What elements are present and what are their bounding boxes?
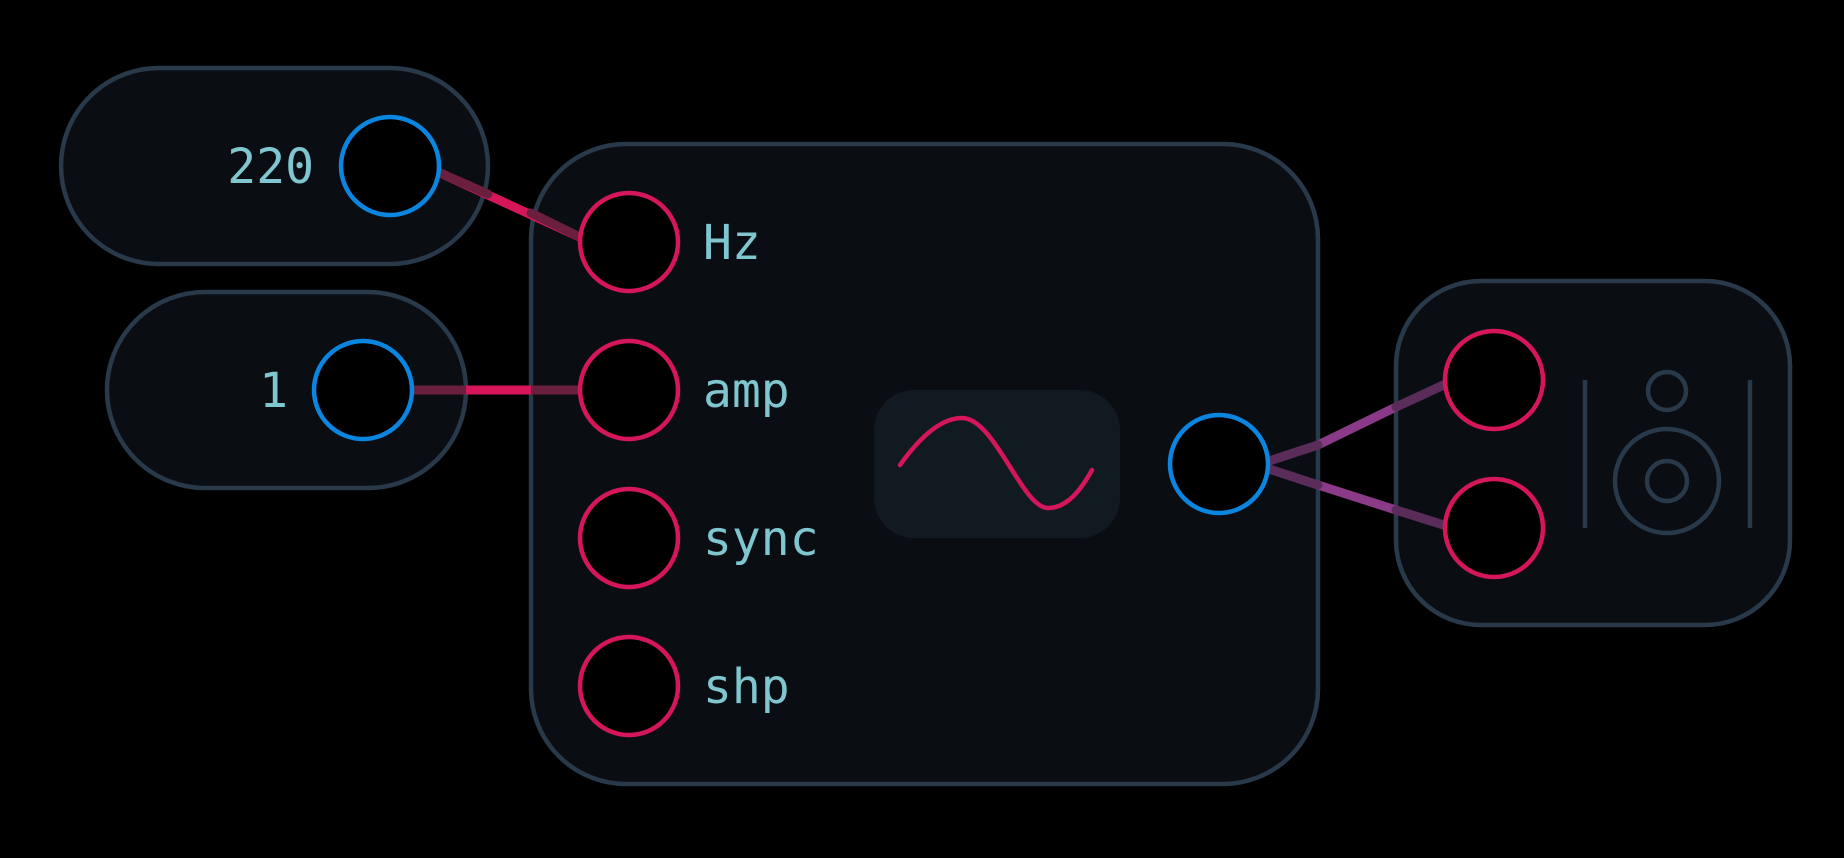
wire-out-to-left-start bbox=[1261, 440, 1323, 467]
wire-220-to-hz-start bbox=[433, 167, 493, 199]
oscillator-input-port-shp[interactable] bbox=[577, 634, 681, 738]
oscillator-node[interactable]: Hz amp sync shp bbox=[528, 141, 1321, 787]
constant-220-output-port[interactable] bbox=[338, 114, 442, 218]
oscillator-input-port-hz[interactable] bbox=[577, 190, 681, 294]
waveform-display[interactable] bbox=[874, 390, 1120, 538]
speaker-input-port-left[interactable] bbox=[1442, 328, 1546, 432]
sine-wave-icon bbox=[897, 415, 1095, 511]
oscillator-input-port-sync[interactable] bbox=[577, 486, 681, 590]
input-label-amp: amp bbox=[703, 363, 790, 419]
speaker-icon bbox=[1582, 369, 1753, 536]
waveform-display-bg bbox=[874, 390, 1120, 538]
constant-value-label: 220 bbox=[227, 139, 314, 195]
constant-value-label: 1 bbox=[259, 363, 288, 419]
wire-out-to-right-start bbox=[1261, 463, 1323, 490]
speaker-node-body bbox=[1393, 278, 1793, 628]
wire-out-to-left-end bbox=[1391, 377, 1455, 412]
input-label-sync: sync bbox=[703, 511, 819, 567]
speaker-node[interactable] bbox=[1393, 278, 1793, 628]
input-label-shp: shp bbox=[703, 659, 790, 715]
oscillator-output-port[interactable] bbox=[1167, 412, 1271, 516]
wire-220-to-hz-end bbox=[526, 208, 591, 245]
speaker-input-port-right[interactable] bbox=[1442, 476, 1546, 580]
input-label-hz: Hz bbox=[703, 215, 761, 271]
oscillator-input-port-amp[interactable] bbox=[577, 338, 681, 442]
wires bbox=[412, 167, 1455, 532]
wire-out-to-right-end bbox=[1391, 505, 1455, 532]
constant-1-output-port[interactable] bbox=[311, 338, 415, 442]
